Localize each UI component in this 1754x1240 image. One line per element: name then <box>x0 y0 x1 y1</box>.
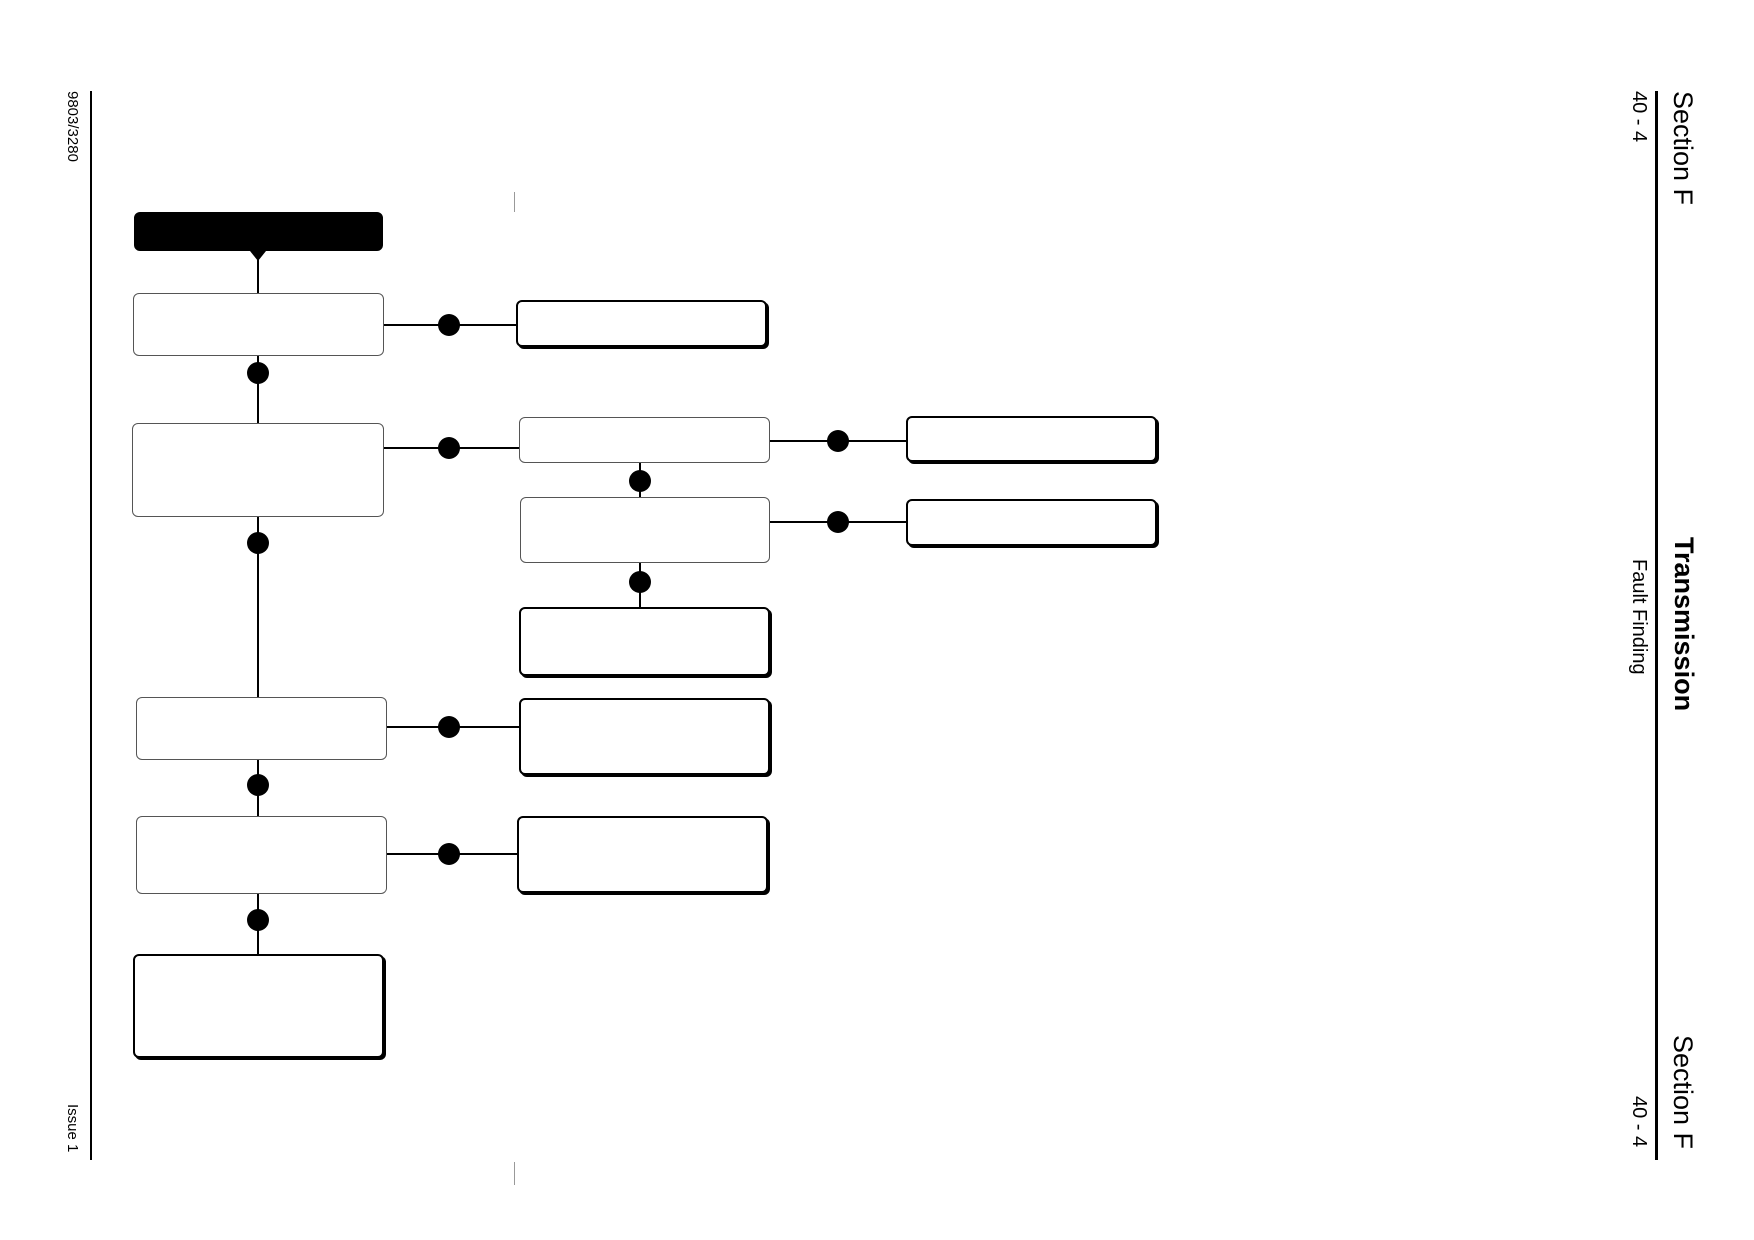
flowchart-end-box <box>133 954 384 1058</box>
flowchart-question-box-2a <box>519 417 770 463</box>
flowchart-start-box <box>134 212 383 251</box>
flowchart-answer-box-3 <box>906 499 1157 546</box>
crop-mark-bottom <box>514 1162 515 1185</box>
connector-dot <box>247 362 269 384</box>
arrow-head <box>250 251 266 261</box>
flowchart-answer-box-1 <box>516 300 767 347</box>
flowchart-question-box-2b <box>520 497 770 563</box>
flowchart-answer-box-6 <box>517 816 768 893</box>
connector-dot <box>629 571 651 593</box>
connector-dot <box>827 430 849 452</box>
flowchart-question-box-3 <box>136 697 387 760</box>
flowchart-question-box-1 <box>133 293 384 356</box>
connector-dot <box>438 314 460 336</box>
flowchart-question-box-2 <box>132 423 384 517</box>
connector-dots <box>247 251 849 931</box>
connector-dot <box>247 909 269 931</box>
flowchart-answer-box-4 <box>519 607 770 676</box>
footer-rule <box>90 91 92 1160</box>
connector-dot <box>247 774 269 796</box>
connector-dot <box>247 532 269 554</box>
header-rule <box>1655 91 1658 1160</box>
crop-mark-top <box>514 192 515 212</box>
connector-dot <box>629 470 651 492</box>
flowchart-answer-box-2 <box>906 416 1157 462</box>
flowchart-answer-box-5 <box>519 698 770 775</box>
connector-dot <box>438 843 460 865</box>
connector-dot <box>438 437 460 459</box>
flowchart-question-box-4 <box>136 816 387 894</box>
connector-dot <box>438 716 460 738</box>
connector-dot <box>827 511 849 533</box>
